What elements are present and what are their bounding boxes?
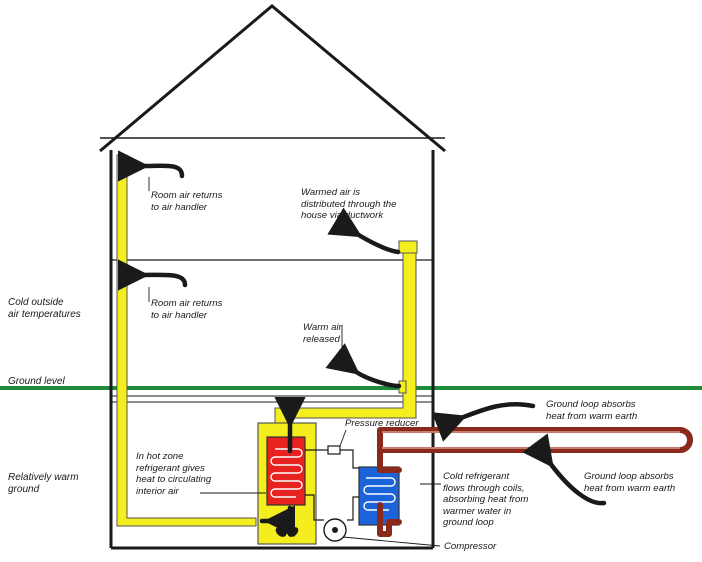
label-compressor: Compressor bbox=[444, 541, 497, 552]
label-ground-level: Ground level bbox=[8, 376, 65, 387]
indicator-arrows bbox=[117, 150, 607, 506]
hot-coil bbox=[266, 436, 306, 506]
ground-loop bbox=[377, 427, 693, 537]
house-outline bbox=[99, 4, 446, 550]
label-room-air-returns-lower: Room air returns to air handler bbox=[151, 298, 223, 321]
refrigerant-lines bbox=[305, 449, 359, 521]
label-hot-zone: In hot zone refrigerant gives heat to ci… bbox=[136, 451, 212, 497]
label-relatively-warm: Relatively warm ground bbox=[8, 472, 79, 495]
pressure-reducer bbox=[327, 445, 341, 455]
label-room-air-returns-upper: Room air returns to air handler bbox=[151, 190, 223, 213]
label-ground-loop-top: Ground loop absorbs heat from warm earth bbox=[546, 399, 638, 422]
label-warm-air-released: Warm air released bbox=[303, 322, 342, 345]
airflow-arrows bbox=[259, 396, 306, 537]
leader-lines bbox=[148, 177, 441, 547]
label-ground-loop-right: Ground loop absorbs heat from warm earth bbox=[584, 471, 676, 494]
compressor bbox=[323, 518, 347, 542]
label-warmed-air: Warmed air is distributed through the ho… bbox=[301, 187, 397, 221]
label-pressure-reducer: Pressure reducer bbox=[345, 418, 419, 429]
label-cold-outside: Cold outside air temperatures bbox=[8, 297, 81, 320]
label-cold-refrigerant: Cold refrigerant flows through coils, ab… bbox=[443, 471, 529, 528]
